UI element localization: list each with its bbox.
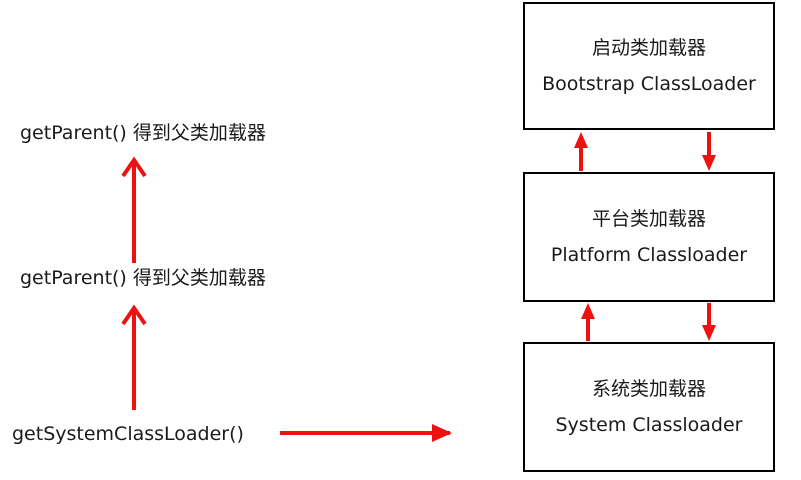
system-en-label: System Classloader: [555, 414, 743, 436]
system-classloader-box: 系统类加载器 System Classloader: [523, 342, 775, 472]
get-parent-label-top: getParent() 得到父类加载器: [20, 122, 266, 144]
up-arrow-system-to-platform-head: [581, 303, 595, 319]
bootstrap-en-label: Bootstrap ClassLoader: [542, 73, 756, 95]
platform-classloader-box: 平台类加载器 Platform Classloader: [523, 172, 775, 302]
platform-en-label: Platform Classloader: [550, 244, 748, 266]
platform-cn-label: 平台类加载器: [591, 208, 706, 230]
bootstrap-cn-label: 启动类加载器: [591, 37, 706, 59]
down-arrow-bootstrap-to-platform-head: [702, 155, 716, 171]
down-arrow-platform-to-system-head: [702, 325, 716, 341]
system-cn-label: 系统类加载器: [591, 378, 706, 400]
bootstrap-classloader-box: 启动类加载器 Bootstrap ClassLoader: [523, 2, 775, 130]
left-up-arrow-top-head: [121, 156, 147, 178]
left-up-arrow-bottom-head: [121, 304, 147, 326]
get-system-classloader-label: getSystemClassLoader(): [12, 423, 244, 445]
up-arrow-platform-to-bootstrap-head: [574, 132, 588, 148]
get-parent-label-middle: getParent() 得到父类加载器: [20, 267, 266, 289]
right-arrow-head: [432, 424, 452, 442]
